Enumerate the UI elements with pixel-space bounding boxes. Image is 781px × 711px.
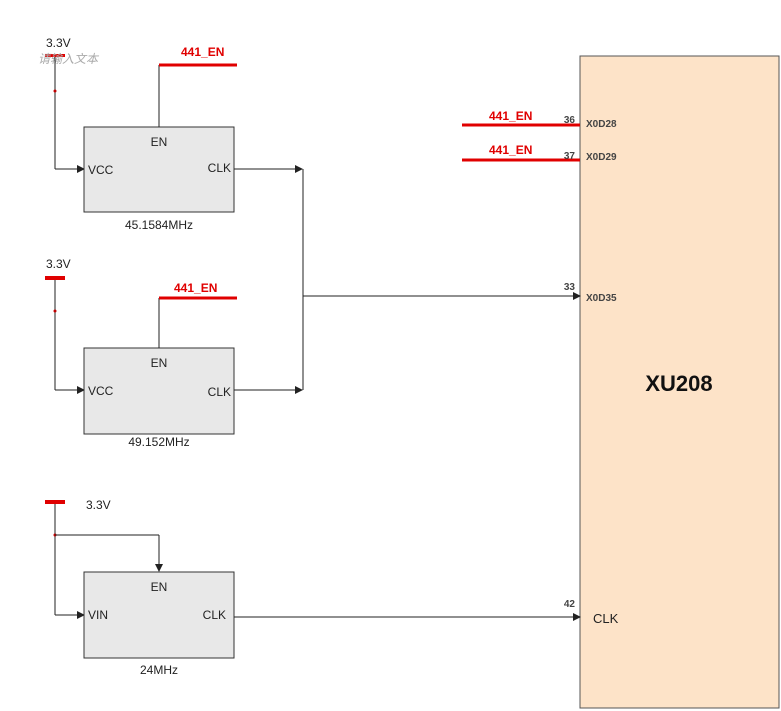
osc-vcc-label-1: VCC: [88, 163, 114, 177]
osc-freq-label-3: 24MHz: [140, 663, 178, 677]
chip-pin-36: 441_EN 36 X0D28: [462, 109, 617, 130]
power-symbol-1: [45, 54, 65, 57]
osc-en-label-1: EN: [151, 135, 168, 149]
net-label-441-en-1: 441_EN: [181, 45, 224, 59]
osc-en-label-3: EN: [151, 580, 168, 594]
oscillator-box-3: [83, 571, 235, 659]
pin-name-clk: CLK: [593, 611, 619, 626]
net-label-pin36: 441_EN: [489, 109, 532, 123]
power-label-3: 3.3V: [86, 498, 111, 512]
chip-name: XU208: [645, 371, 712, 396]
placeholder-text: 请输入文本: [38, 52, 100, 66]
power-label-2: 3.3V: [46, 257, 71, 271]
osc-clk-label-2: CLK: [208, 385, 231, 399]
net-label-pin37: 441_EN: [489, 143, 532, 157]
xu208-chip: [579, 55, 780, 709]
chip-pin-42: 42 CLK: [564, 599, 619, 626]
power-symbol-3: [45, 500, 65, 504]
chip-pin-33: 33 X0D35: [564, 282, 617, 304]
osc-en-label-2: EN: [151, 356, 168, 370]
pin-name-x0d29: X0D29: [586, 152, 617, 163]
pin-number-36: 36: [564, 115, 576, 126]
power-symbol-2: [45, 276, 65, 280]
pin-number-33: 33: [564, 282, 576, 293]
oscillator-box-2: [83, 347, 235, 435]
chip-pin-37: 441_EN 37 X0D29: [462, 143, 617, 163]
osc-clk-label-3: CLK: [203, 608, 226, 622]
osc-freq-label-2: 49.152MHz: [128, 435, 189, 449]
oscillator-1: 3.3V 请输入文本 EN VCC CLK 45.1584MHz 441_EN: [38, 36, 303, 232]
net-label-441-en-2: 441_EN: [174, 281, 217, 295]
osc-freq-label-1: 45.1584MHz: [125, 218, 193, 232]
pin-number-42: 42: [564, 599, 576, 610]
osc-vin-label-3: VIN: [88, 608, 108, 622]
power-label-1: 3.3V: [46, 36, 71, 50]
pin-name-x0d35: X0D35: [586, 293, 617, 304]
oscillator-3: 3.3V EN VIN CLK 24MHz: [45, 498, 581, 677]
osc-clk-label-1: CLK: [208, 161, 231, 175]
pin-name-x0d28: X0D28: [586, 119, 617, 130]
osc-vcc-label-2: VCC: [88, 384, 114, 398]
oscillator-2: 3.3V EN VCC CLK 49.152MHz 441_EN: [45, 257, 303, 449]
pin-number-37: 37: [564, 151, 576, 162]
